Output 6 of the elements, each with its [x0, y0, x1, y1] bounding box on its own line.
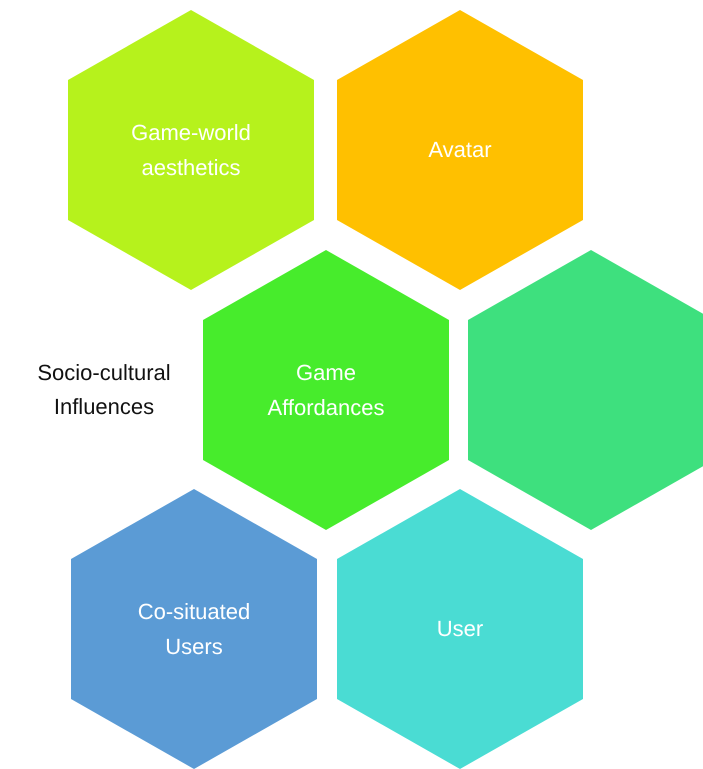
node-label: Co-situated Users — [136, 598, 252, 661]
side-label: Socio-cultural Influences — [36, 359, 172, 422]
node-label: Avatar — [427, 136, 493, 164]
node-label: User — [436, 615, 484, 644]
node-label: Game-world aesthetics — [130, 118, 252, 182]
node-label: Game Affordances — [266, 358, 386, 422]
